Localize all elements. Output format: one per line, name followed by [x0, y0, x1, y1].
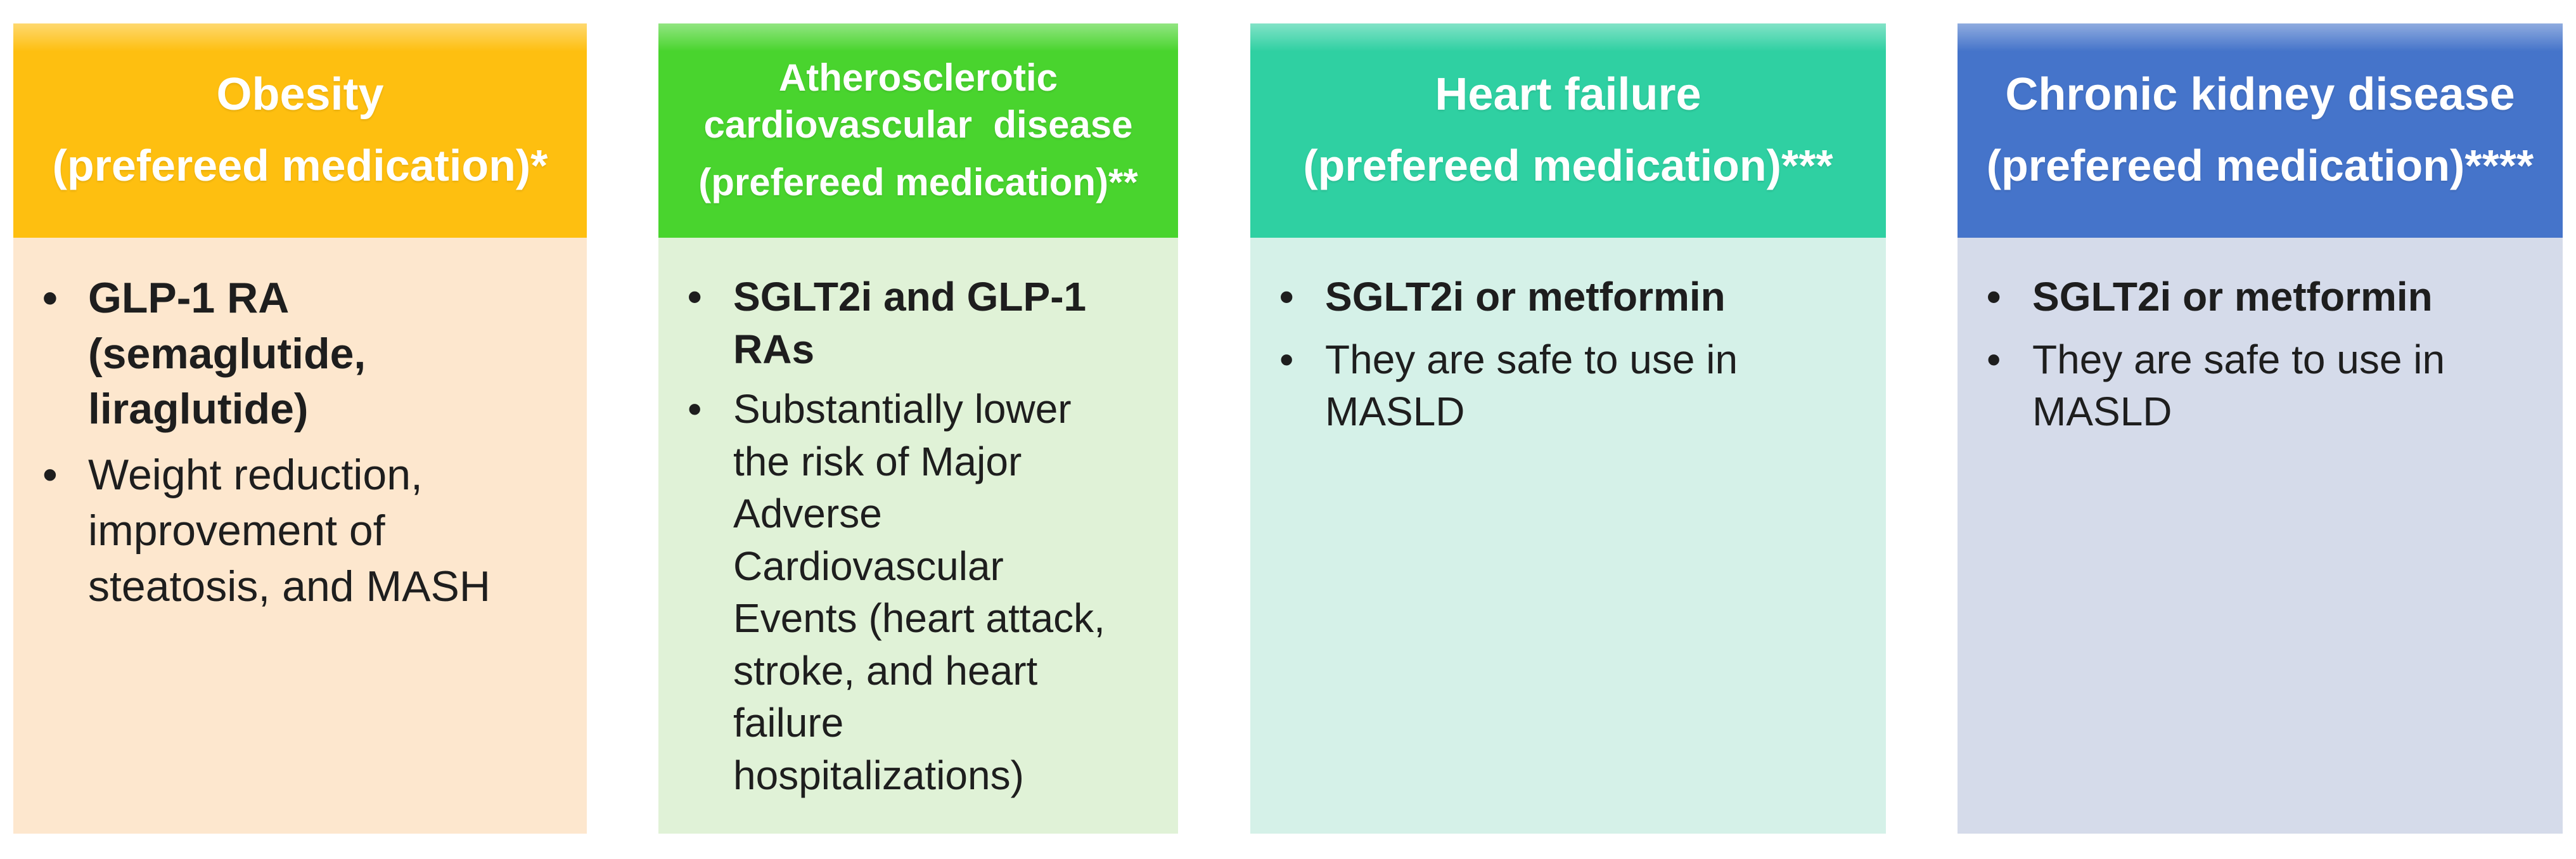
bullet-list: • SGLT2i and GLP-1 RAs • Substantially l… [688, 271, 1162, 801]
bullet-item: • SGLT2i and GLP-1 RAs [688, 271, 1162, 375]
bullet-text: SGLT2i or metformin [2032, 274, 2433, 320]
bullet-marker: • [688, 274, 702, 320]
column-body: • SGLT2i or metformin • They are safe to… [1250, 238, 1886, 834]
bullet-marker: • [42, 274, 58, 322]
bullet-text: SGLT2i and GLP-1 RAs [733, 274, 1087, 372]
bullet-text: Substantially lower the risk of Major Ad… [733, 386, 1105, 798]
column-body: • GLP-1 RA (semaglutide, liraglutide) • … [13, 238, 587, 834]
bullet-marker: • [1987, 274, 2001, 320]
column-header: Chronic kidney disease (prefereed medica… [1958, 23, 2563, 238]
bullet-marker: • [42, 451, 58, 500]
bullet-item: • GLP-1 RA (semaglutide, liraglutide) [42, 271, 571, 437]
bullet-text: They are safe to use in MASLD [2032, 336, 2445, 435]
column-header: Atherosclerotic cardiovascular disease (… [658, 23, 1178, 238]
column-subtitle: (prefereed medication)*** [1303, 141, 1833, 191]
column-title: Atherosclerotic cardiovascular disease [703, 56, 1133, 146]
bullet-item: • They are safe to use in MASLD [1279, 333, 1870, 438]
bullet-list: • GLP-1 RA (semaglutide, liraglutide) • … [42, 271, 571, 614]
column-body: • SGLT2i and GLP-1 RAs • Substantially l… [658, 238, 1178, 834]
bullet-item: • Substantially lower the risk of Major … [688, 383, 1162, 801]
bullet-marker: • [1279, 336, 1294, 382]
bullet-item: • Weight reduction, improvement of steat… [42, 448, 571, 614]
bullet-list: • SGLT2i or metformin • They are safe to… [1987, 271, 2547, 438]
bullet-item: • They are safe to use in MASLD [1987, 333, 2547, 438]
column-title: Obesity [216, 68, 384, 120]
column-subtitle: (prefereed medication)**** [1986, 141, 2534, 191]
bullet-item: • SGLT2i or metformin [1987, 271, 2547, 323]
column-body: • SGLT2i or metformin • They are safe to… [1958, 238, 2563, 834]
bullet-item: • SGLT2i or metformin [1279, 271, 1870, 323]
bullet-text: They are safe to use in MASLD [1325, 336, 1738, 435]
column-header: Obesity (prefereed medication)* [13, 23, 587, 238]
bullet-marker: • [688, 386, 702, 432]
column-subtitle: (prefereed medication)** [698, 160, 1138, 203]
column-title: Chronic kidney disease [2005, 68, 2515, 120]
column-heart-failure: Heart failure (prefereed medication)*** … [1250, 23, 1886, 834]
bullet-list: • SGLT2i or metformin • They are safe to… [1279, 271, 1870, 438]
column-header: Heart failure (prefereed medication)*** [1250, 23, 1886, 238]
bullet-marker: • [1279, 274, 1294, 320]
bullet-marker: • [1987, 336, 2001, 382]
column-subtitle: (prefereed medication)* [52, 141, 548, 191]
bullet-text: GLP-1 RA (semaglutide, liraglutide) [88, 274, 366, 434]
column-ckd: Chronic kidney disease (prefereed medica… [1958, 23, 2563, 834]
bullet-text: SGLT2i or metformin [1325, 274, 1726, 320]
column-title: Heart failure [1435, 68, 1701, 120]
column-ascvd: Atherosclerotic cardiovascular disease (… [658, 23, 1178, 834]
bullet-text: Weight reduction, improvement of steatos… [88, 451, 490, 610]
column-obesity: Obesity (prefereed medication)* • GLP-1 … [13, 23, 587, 834]
